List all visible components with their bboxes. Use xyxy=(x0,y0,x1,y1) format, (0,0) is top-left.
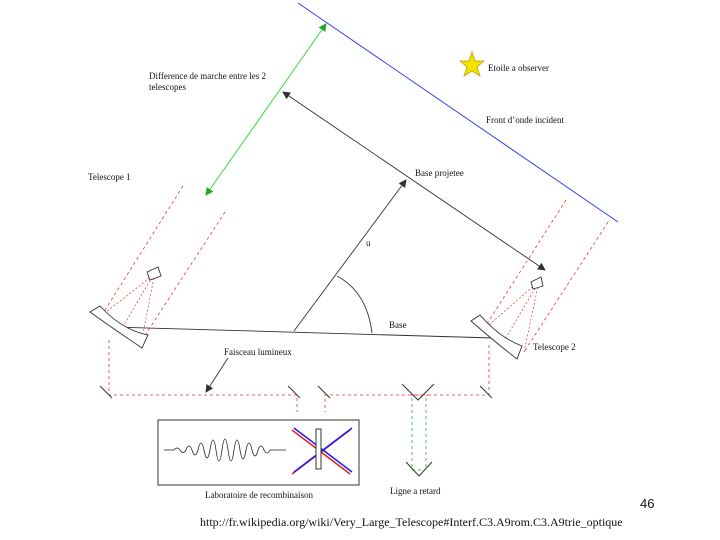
telescope2-secondary-mirror xyxy=(530,276,544,290)
telescope2-beam xyxy=(523,285,539,353)
projected-base-label: Base projetee xyxy=(415,168,464,178)
transport-beam xyxy=(324,394,429,412)
mirror xyxy=(287,385,301,399)
path-difference-label: Difference de marche entre les 2 telesco… xyxy=(149,71,267,92)
angle-arc xyxy=(336,275,373,334)
mirror xyxy=(99,385,113,399)
telescope2-transport-beam xyxy=(407,345,490,396)
delay-line-beam xyxy=(411,398,424,471)
angle-label: u xyxy=(366,238,371,248)
telescope1-beam xyxy=(141,211,226,341)
delay-line-label: Ligne a retard xyxy=(390,486,441,496)
telescope1-beam xyxy=(99,185,184,319)
telescope1-label: Telescope 1 xyxy=(88,172,131,182)
wavefront-line xyxy=(297,2,619,223)
fringe-pattern xyxy=(164,438,286,462)
telescope2-beam xyxy=(482,199,567,331)
telescope1-primary-mirror xyxy=(89,305,149,349)
mirror xyxy=(479,385,493,399)
base-arrow xyxy=(112,323,495,339)
mirror xyxy=(317,385,331,399)
star-label: Etoile a observer xyxy=(488,63,549,73)
recombination-lab-label: Laboratoire de recombinaison xyxy=(205,490,313,500)
telescope2-beam xyxy=(502,284,538,344)
light-beam-label: Faisceau lumineux xyxy=(224,347,292,357)
projected-base-arrow xyxy=(282,91,546,271)
telescope2-beam xyxy=(523,221,609,353)
recombination-lab-box xyxy=(157,419,360,486)
slide-number: 46 xyxy=(640,496,655,511)
telescope1-secondary-mirror xyxy=(146,266,162,281)
telescope1-beam xyxy=(100,275,153,317)
telescope1-beam xyxy=(141,276,155,340)
wavefront-label: Front d’onde incident xyxy=(486,115,564,125)
telescope1-beam xyxy=(120,276,153,331)
path-difference-arrow xyxy=(205,23,327,196)
star-direction-arrow xyxy=(293,179,407,332)
telescope2-label: Telescope 2 xyxy=(533,342,576,352)
telescope2-primary-mirror xyxy=(470,314,523,360)
recombined-blue-beam xyxy=(293,427,353,473)
beam-splitter xyxy=(315,428,322,470)
light-beam-pointer xyxy=(205,357,229,393)
star-icon xyxy=(458,50,486,77)
telescope2-beam xyxy=(482,283,537,331)
source-url[interactable]: http://fr.wikipedia.org/wiki/Very_Large_… xyxy=(200,515,623,529)
delay-line-retroreflector xyxy=(405,461,433,477)
base-label: Base xyxy=(389,320,407,330)
delay-line-mirror xyxy=(401,383,435,401)
